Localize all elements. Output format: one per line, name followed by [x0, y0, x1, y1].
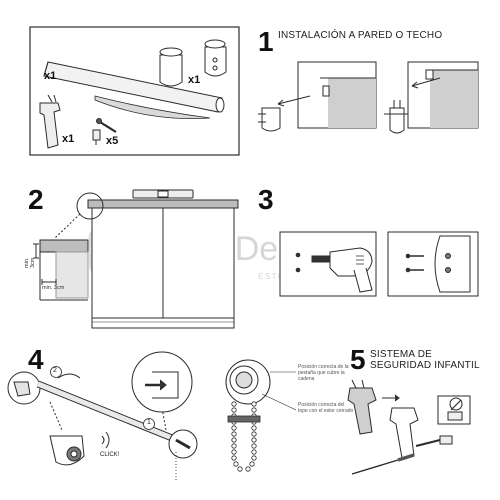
callout-1: 1 [147, 419, 151, 426]
qty-rail: x1 [44, 70, 57, 82]
step-4-number: 4 [28, 344, 44, 375]
step-3-number: 3 [258, 184, 274, 215]
clip-icon [39, 94, 61, 149]
click-label: CLICK! [100, 452, 120, 458]
drill-icon [311, 247, 373, 293]
qty-clips: x1 [62, 133, 75, 145]
step-5-number: 5 [350, 344, 366, 375]
screw-icon [92, 118, 117, 145]
step-5-title: SISTEMA DE SEGURIDAD INFANTIL [370, 349, 480, 371]
step-2-number: 2 [28, 184, 44, 215]
step-1-title: INSTALACIÓN A PARED O TECHO [278, 30, 443, 41]
qty-screws: x5 [106, 135, 119, 147]
dim-bottom-label: min. 3cm [42, 285, 65, 291]
callout-2: 2 [53, 367, 57, 374]
note-tab-position: Posición correcta de la pestaña que cubr… [298, 364, 349, 382]
step-1-number: 1 [258, 26, 274, 57]
bracket-icon [159, 39, 227, 87]
bottom-bar-icon [94, 95, 211, 119]
rail-icon [43, 61, 225, 113]
note-stop-position: Posición correcta del tope con el estor … [298, 402, 354, 414]
qty-brackets: x1 [188, 74, 201, 86]
chain-icon [227, 401, 261, 472]
